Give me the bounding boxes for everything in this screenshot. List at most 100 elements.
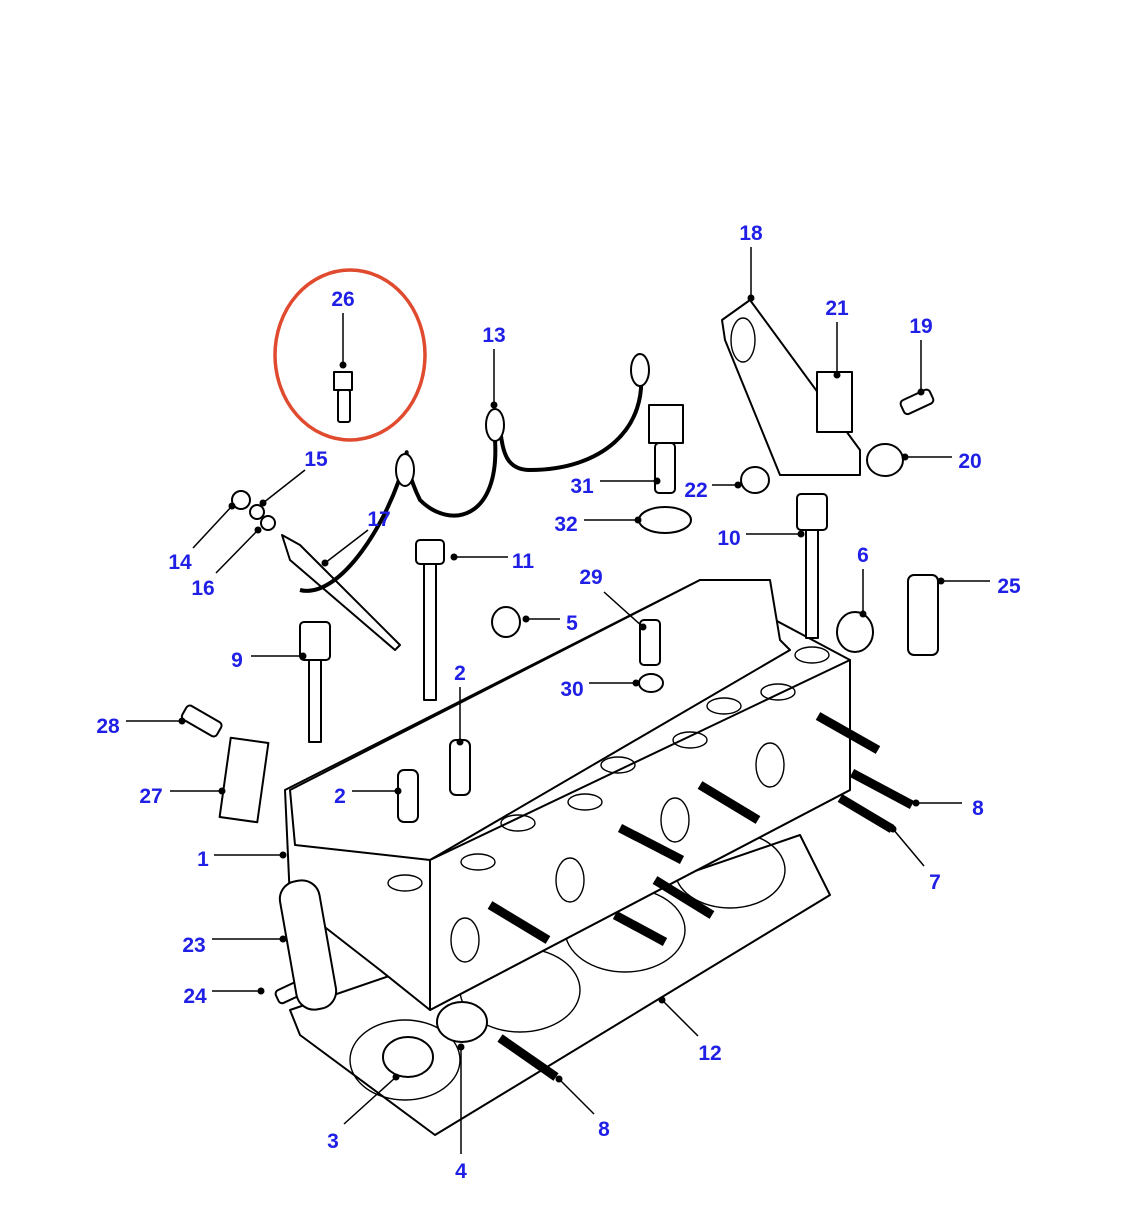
callout-label[interactable]: 8: [598, 1118, 610, 1141]
callout-20[interactable]: 20: [901, 450, 982, 473]
callout-label[interactable]: 8: [972, 797, 984, 820]
leader-line: [603, 591, 644, 628]
leader-dot: [634, 516, 642, 524]
callout-label[interactable]: 21: [825, 297, 849, 320]
leader-dot: [747, 294, 755, 302]
callout-28[interactable]: 28: [96, 715, 186, 738]
leader-dot: [653, 477, 661, 485]
callout-22[interactable]: 22: [684, 479, 742, 502]
callout-label[interactable]: 14: [168, 551, 192, 574]
callout-label[interactable]: 5: [566, 612, 578, 635]
callout-23[interactable]: 23: [182, 934, 287, 957]
leader-dot: [859, 610, 867, 618]
callout-label[interactable]: 28: [96, 715, 120, 738]
callout-label[interactable]: 11: [512, 550, 535, 573]
leader-dot: [279, 851, 287, 859]
leader-dot: [456, 738, 464, 746]
callout-label[interactable]: 13: [482, 324, 505, 347]
callout-9[interactable]: 9: [231, 649, 307, 672]
leader-dot: [912, 799, 920, 807]
leader-line: [192, 505, 233, 549]
callout-32[interactable]: 32: [554, 513, 642, 536]
callout-label[interactable]: 17: [367, 508, 390, 531]
callout-label[interactable]: 4: [455, 1160, 467, 1183]
callout-label[interactable]: 31: [570, 475, 594, 498]
leader-dot: [218, 787, 226, 795]
leader-line: [892, 828, 925, 867]
callout-5[interactable]: 5: [522, 612, 579, 635]
callout-label[interactable]: 20: [958, 450, 981, 473]
callout-21[interactable]: 21: [825, 297, 849, 379]
callout-6[interactable]: 6: [857, 544, 869, 618]
callout-label[interactable]: 32: [554, 513, 577, 536]
callout-label[interactable]: 6: [857, 544, 869, 567]
callout-26[interactable]: 26: [331, 288, 355, 369]
callout-label[interactable]: 12: [698, 1042, 721, 1065]
highlight-circle: [273, 268, 427, 442]
callout-4[interactable]: 4: [455, 1043, 467, 1184]
callout-7[interactable]: 7: [889, 825, 941, 895]
callout-8[interactable]: 8: [912, 797, 985, 820]
callout-29[interactable]: 29: [579, 566, 647, 631]
callout-12[interactable]: 12: [658, 996, 722, 1066]
callout-27[interactable]: 27: [139, 785, 226, 808]
callout-label[interactable]: 2: [454, 662, 466, 685]
callout-18[interactable]: 18: [739, 222, 763, 302]
callout-label[interactable]: 15: [304, 448, 328, 471]
callout-label[interactable]: 10: [717, 527, 740, 550]
leader-dot: [299, 652, 307, 660]
callout-label[interactable]: 9: [231, 649, 243, 672]
callout-label[interactable]: 7: [929, 871, 941, 894]
callout-14[interactable]: 14: [168, 502, 236, 575]
callout-label[interactable]: 25: [997, 575, 1021, 598]
callout-31[interactable]: 31: [570, 475, 661, 498]
callout-25[interactable]: 25: [937, 575, 1021, 598]
callout-1[interactable]: 1: [197, 848, 287, 871]
callout-13[interactable]: 13: [482, 324, 506, 409]
studs: [487, 712, 915, 1081]
callout-24[interactable]: 24: [183, 985, 265, 1008]
leader-dot: [259, 499, 267, 507]
callout-2[interactable]: 2: [334, 785, 402, 808]
leader-dot: [632, 679, 640, 687]
leader-dot: [450, 553, 458, 561]
callout-label[interactable]: 26: [331, 288, 354, 311]
callout-8[interactable]: 8: [555, 1075, 611, 1142]
leader-dot: [658, 996, 666, 1004]
leader-line: [262, 469, 306, 504]
leader-dot: [555, 1075, 563, 1083]
callout-label[interactable]: 27: [139, 785, 162, 808]
leader-dot: [639, 623, 647, 631]
callout-label[interactable]: 29: [579, 566, 602, 589]
leader-line: [215, 529, 259, 574]
callout-label[interactable]: 23: [182, 934, 205, 957]
leader-line: [343, 1076, 397, 1125]
callout-16[interactable]: 16: [191, 526, 262, 601]
callout-11[interactable]: 11: [450, 550, 535, 573]
leader-dot: [457, 1043, 465, 1051]
leader-dot: [889, 825, 897, 833]
callout-19[interactable]: 19: [909, 315, 933, 396]
leader-dot: [228, 502, 236, 510]
callout-label[interactable]: 22: [684, 479, 707, 502]
leader-dot: [257, 987, 265, 995]
leader-dot: [254, 526, 262, 534]
callout-label[interactable]: 18: [739, 222, 763, 245]
leader-dot: [522, 615, 530, 623]
callout-30[interactable]: 30: [560, 678, 640, 701]
callout-label[interactable]: 30: [560, 678, 583, 701]
callout-10[interactable]: 10: [717, 527, 805, 550]
callout-label[interactable]: 3: [327, 1130, 339, 1153]
callout-label[interactable]: 19: [909, 315, 932, 338]
leader-dot: [321, 559, 329, 567]
callout-label[interactable]: 16: [191, 577, 214, 600]
callout-15[interactable]: 15: [259, 448, 328, 507]
callout-label[interactable]: 1: [197, 848, 209, 871]
callout-label[interactable]: 24: [183, 985, 207, 1008]
callout-2[interactable]: 2: [454, 662, 466, 746]
callout-3[interactable]: 3: [327, 1073, 400, 1154]
callout-17[interactable]: 17: [321, 508, 391, 567]
leader-line: [558, 1078, 595, 1115]
callout-label[interactable]: 2: [334, 785, 346, 808]
